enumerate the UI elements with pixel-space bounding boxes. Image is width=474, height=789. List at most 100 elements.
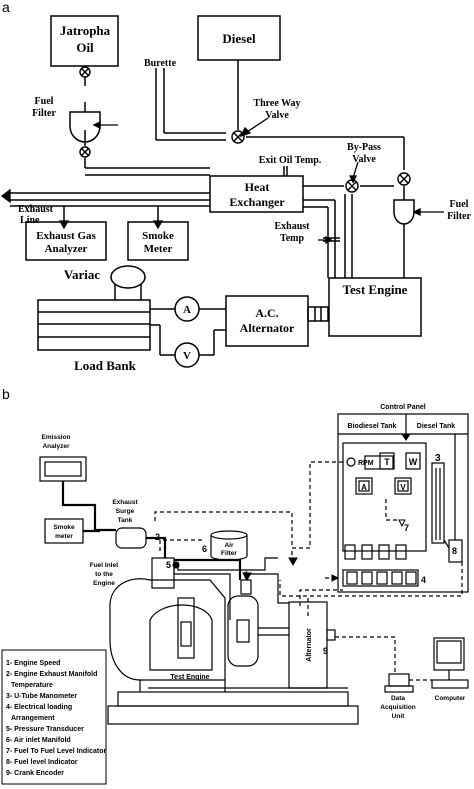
- smoke-b-label-1: Smoke: [53, 524, 75, 531]
- panel-b: [39, 413, 469, 725]
- fuel-inlet-label-3: Engine: [93, 580, 115, 587]
- labels-a: a Jatropha Oil Diesel Burette Fuel Filte…: [2, 0, 471, 373]
- control-panel-label: Control Panel: [380, 404, 426, 411]
- fuel-filter-right-label-2: Filter: [447, 211, 471, 222]
- legend-line-4: 3- U-Tube Manometer: [6, 693, 77, 700]
- legend-line-11: 9- Crank Encoder: [6, 770, 64, 777]
- legend-line-8: 6- Air inlet Manifold: [6, 737, 71, 744]
- surge-label-1: Exhaust: [112, 499, 138, 506]
- test-engine: [328, 277, 422, 337]
- load-bank: [37, 299, 151, 351]
- dashed-signal-lines: [154, 461, 463, 681]
- t-label: T: [384, 457, 390, 467]
- surge-label-2: Surge: [116, 508, 135, 515]
- exhaust-surge-tank: [115, 527, 147, 549]
- ac-alternator: [225, 295, 309, 347]
- valve-filter-icon: [79, 146, 91, 158]
- diesel-tank: [197, 15, 281, 61]
- legend-line-1: 1- Engine Speed: [6, 660, 60, 667]
- jatropha-label: Jatropha: [60, 23, 111, 38]
- u-tube-manometer: [431, 462, 445, 544]
- rpm-label: RPM: [358, 460, 374, 467]
- daq-label-2: Acquisition: [380, 704, 415, 711]
- legend: 1- Engine Speed 2- Engine Exhaust Manifo…: [1, 649, 107, 785]
- ega-label-2: Analyzer: [45, 243, 88, 255]
- exhaust-line-label-1: Exhaust: [18, 204, 54, 215]
- valve-right-icon: [397, 172, 411, 186]
- switch-1: [344, 544, 356, 560]
- marker-7: 7: [404, 523, 409, 533]
- marker-3: 3: [435, 453, 441, 464]
- ac-label-2: Alternator: [240, 321, 295, 335]
- smoke-b-label-2: meter: [55, 533, 73, 540]
- ac-label-1: A.C.: [255, 306, 278, 320]
- fuel-filter-right: [393, 199, 415, 225]
- daq-label-1: Data: [391, 695, 405, 702]
- panel-a-letter: a: [2, 0, 10, 15]
- smoke-label-1: Smoke: [142, 230, 174, 242]
- a-label: A: [361, 483, 367, 492]
- marker-9: 9: [323, 646, 328, 656]
- surge-label-3: Tank: [118, 517, 133, 524]
- load-switch-strip: [342, 569, 419, 587]
- marker-2: 2: [155, 532, 160, 542]
- emission-label-2: Analyzer: [42, 443, 70, 450]
- switch-4: [395, 544, 407, 560]
- exit-oil-temp-label: Exit Oil Temp.: [259, 155, 322, 166]
- variac-label: Variac: [64, 267, 101, 282]
- exhaust-line-label-2: Line: [20, 215, 40, 226]
- fuel-filter-left-label-1: Fuel: [35, 96, 54, 107]
- w-label: W: [409, 457, 418, 467]
- test-engine-b-label: Test Engine: [170, 674, 209, 681]
- alternator-b-label: Alternator: [306, 628, 313, 662]
- air-filter-label-2: Filter: [221, 550, 237, 557]
- signal-lines: [173, 557, 289, 620]
- three-way-valve-icon: [231, 130, 245, 144]
- biodiesel-tank-label: Biodiesel Tank: [348, 423, 397, 430]
- data-acquisition-unit: [388, 673, 410, 687]
- marker-4: 4: [421, 575, 426, 585]
- heat-label-2: Exchanger: [229, 195, 285, 209]
- rpm-indicator-icon: [346, 457, 356, 467]
- engine-body: [109, 578, 226, 681]
- bypass-label-2: Valve: [352, 154, 376, 165]
- legend-line-7: 5- Pressure Transducer: [6, 726, 84, 733]
- v-label: V: [400, 483, 406, 492]
- three-way-label-1: Three Way: [253, 98, 300, 109]
- daq-label-3: Unit: [392, 713, 405, 720]
- diesel-label: Diesel: [222, 31, 256, 46]
- control-panel: [337, 413, 469, 593]
- marker-8: 8: [452, 546, 457, 556]
- diesel-tank-label: Diesel Tank: [417, 423, 455, 430]
- valves-a: [79, 66, 411, 193]
- oil-label: Oil: [76, 40, 94, 55]
- computer-label: Computer: [435, 695, 466, 702]
- ega-label-1: Exhaust Gas: [36, 230, 96, 242]
- variac-icon: [110, 265, 146, 289]
- burette-label: Burette: [144, 58, 177, 69]
- bypass-valve-icon: [345, 179, 359, 193]
- t-display: [379, 452, 395, 470]
- legend-line-9: 7- Fuel To Fuel Level Indicator: [6, 748, 106, 755]
- fuel-inlet-label-1: Fuel Inlet: [90, 562, 119, 569]
- panel-b-letter: b: [2, 386, 10, 402]
- heat-exchanger: [209, 175, 304, 213]
- arrows-a: [0, 117, 444, 245]
- panel-a: [10, 15, 422, 368]
- labels-b: b Control Panel Biodiesel Tank Diesel Ta…: [2, 386, 466, 720]
- instrument-panel: [342, 442, 427, 552]
- exhaust-temp-label-2: Temp: [280, 233, 305, 244]
- load-bank-label: Load Bank: [74, 358, 137, 373]
- marker-1: 1: [244, 570, 249, 580]
- legend-line-6: Arrangement: [11, 715, 55, 722]
- fuel-filter-right-label-1: Fuel: [450, 199, 469, 210]
- air-filter: [210, 530, 248, 540]
- a-display: [355, 477, 373, 495]
- v-display: [394, 477, 412, 495]
- legend-line-5: 4- Electrical loading: [6, 704, 72, 711]
- legend-box: [1, 649, 107, 785]
- w-display: [405, 452, 421, 470]
- arrows-b: [172, 433, 411, 582]
- flywheel: [227, 595, 259, 667]
